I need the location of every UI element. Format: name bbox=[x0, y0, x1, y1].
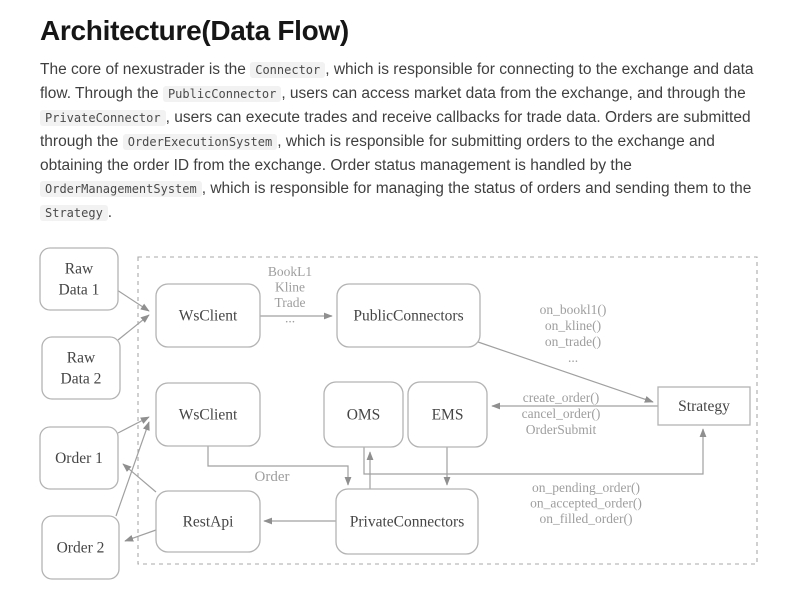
raw-data-1-box bbox=[39, 247, 119, 311]
edge-rawdata2-to-wsclient1 bbox=[117, 314, 150, 341]
label-market-callbacks-line-3: on_trade() bbox=[545, 334, 601, 349]
label-order-flow: Order bbox=[255, 469, 290, 485]
label-market-callbacks-line-1: on_bookl1() bbox=[540, 302, 607, 317]
node-oms: OMS bbox=[323, 381, 404, 448]
label-market-callbacks: on_bookl1()on_kline()on_trade()... bbox=[540, 302, 607, 365]
rest-api-label: RestApi bbox=[183, 514, 235, 531]
node-rest-api: RestApi bbox=[155, 490, 261, 553]
label-market-callbacks-line-4: ... bbox=[568, 350, 578, 365]
raw-data-2-box bbox=[41, 336, 121, 400]
label-order-callbacks-line-1: on_pending_order() bbox=[532, 480, 640, 495]
inline-code: OrderExecutionSystem bbox=[122, 133, 278, 150]
page-title: Architecture(Data Flow) bbox=[40, 15, 349, 46]
paragraph-text: The core of nexustrader is the bbox=[40, 60, 251, 78]
paragraph-text: , which is responsible for managing the … bbox=[201, 179, 752, 197]
edge-restapi-to-order1 bbox=[122, 463, 157, 493]
public-connectors-label: PublicConnectors bbox=[353, 308, 463, 325]
private-connectors-box bbox=[335, 488, 479, 555]
paragraph-text: , users can execute trades and receive c… bbox=[40, 108, 751, 150]
inline-code: PublicConnector bbox=[162, 85, 282, 102]
edge-oms-to-strategy bbox=[363, 428, 707, 475]
inline-code: Connector bbox=[250, 61, 326, 78]
order-1-label: Order 1 bbox=[55, 450, 103, 467]
oms-box bbox=[323, 381, 404, 448]
order-1-box bbox=[39, 426, 119, 490]
strategy-label: Strategy bbox=[678, 398, 730, 415]
wsclient-2-label: WsClient bbox=[179, 407, 238, 424]
edge-order1-to-wsclient2 bbox=[117, 416, 150, 434]
wsclient-2-box bbox=[155, 382, 261, 447]
node-order-2: Order 2 bbox=[41, 515, 120, 580]
ems-box bbox=[407, 381, 488, 448]
node-wsclient-2: WsClient bbox=[155, 382, 261, 447]
label-market-callbacks-line-2: on_kline() bbox=[545, 318, 601, 333]
label-market-stream-types-line-3: Trade bbox=[274, 295, 305, 310]
label-market-stream-types-line-4: ... bbox=[285, 311, 295, 326]
order-2-label: Order 2 bbox=[57, 540, 105, 557]
label-order-callbacks-line-2: on_accepted_order() bbox=[530, 496, 642, 511]
strategy-box bbox=[657, 386, 751, 426]
diagram-dashed-boundary bbox=[137, 256, 758, 565]
inline-code: OrderManagementSystem bbox=[40, 180, 202, 197]
label-market-stream-types-line-2: Kline bbox=[275, 280, 305, 295]
oms-label: OMS bbox=[347, 407, 381, 424]
paragraph-text: , which is responsible for connecting to… bbox=[40, 60, 754, 102]
private-connectors-label: PrivateConnectors bbox=[350, 514, 465, 531]
node-ems: EMS bbox=[407, 381, 488, 448]
label-order-commands-line-2: cancel_order() bbox=[522, 406, 601, 421]
edge-rawdata1-to-wsclient1 bbox=[116, 289, 150, 312]
paragraph-text: , which is responsible for submitting or… bbox=[40, 132, 715, 174]
node-wsclient-1: WsClient bbox=[155, 283, 261, 348]
inline-code: Strategy bbox=[40, 204, 108, 221]
diagram-edge-labels: BookL1KlineTrade...on_bookl1()on_kline()… bbox=[255, 264, 642, 526]
rest-api-box bbox=[155, 490, 261, 553]
order-2-box bbox=[41, 515, 120, 580]
dashed-boundary-rect bbox=[137, 256, 758, 565]
edge-restapi-to-order2 bbox=[124, 529, 157, 542]
public-connectors-box bbox=[336, 283, 481, 348]
label-order-callbacks-line-3: on_filled_order() bbox=[540, 511, 633, 526]
diagram-edges bbox=[115, 289, 707, 542]
label-order-commands: create_order()cancel_order()OrderSubmit bbox=[522, 390, 601, 437]
ems-label: EMS bbox=[432, 407, 464, 424]
wsclient-1-box bbox=[155, 283, 261, 348]
node-public-connectors: PublicConnectors bbox=[336, 283, 481, 348]
paragraph-text: . bbox=[107, 203, 113, 221]
intro-paragraph: The core of nexustrader is the Connector… bbox=[40, 58, 762, 225]
label-order-commands-line-3: OrderSubmit bbox=[526, 422, 597, 437]
node-private-connectors: PrivateConnectors bbox=[335, 488, 479, 555]
edge-wsclient2-to-privateconnectors bbox=[207, 446, 352, 486]
inline-code: PrivateConnector bbox=[40, 109, 166, 126]
wsclient-1-label: WsClient bbox=[179, 308, 238, 325]
label-order-flow-line-1: Order bbox=[255, 469, 290, 485]
label-order-commands-line-1: create_order() bbox=[523, 390, 599, 405]
node-strategy: Strategy bbox=[657, 386, 751, 426]
label-market-stream-types: BookL1KlineTrade... bbox=[268, 264, 312, 326]
node-order-1: Order 1 bbox=[39, 426, 119, 490]
edge-order2-to-wsclient2 bbox=[115, 421, 150, 517]
label-market-stream-types-line-1: BookL1 bbox=[268, 264, 312, 279]
label-order-callbacks: on_pending_order()on_accepted_order()on_… bbox=[530, 480, 642, 526]
edge-publicconnectors-to-strategy bbox=[477, 341, 654, 403]
paragraph-text: , users can access market data from the … bbox=[281, 84, 746, 102]
